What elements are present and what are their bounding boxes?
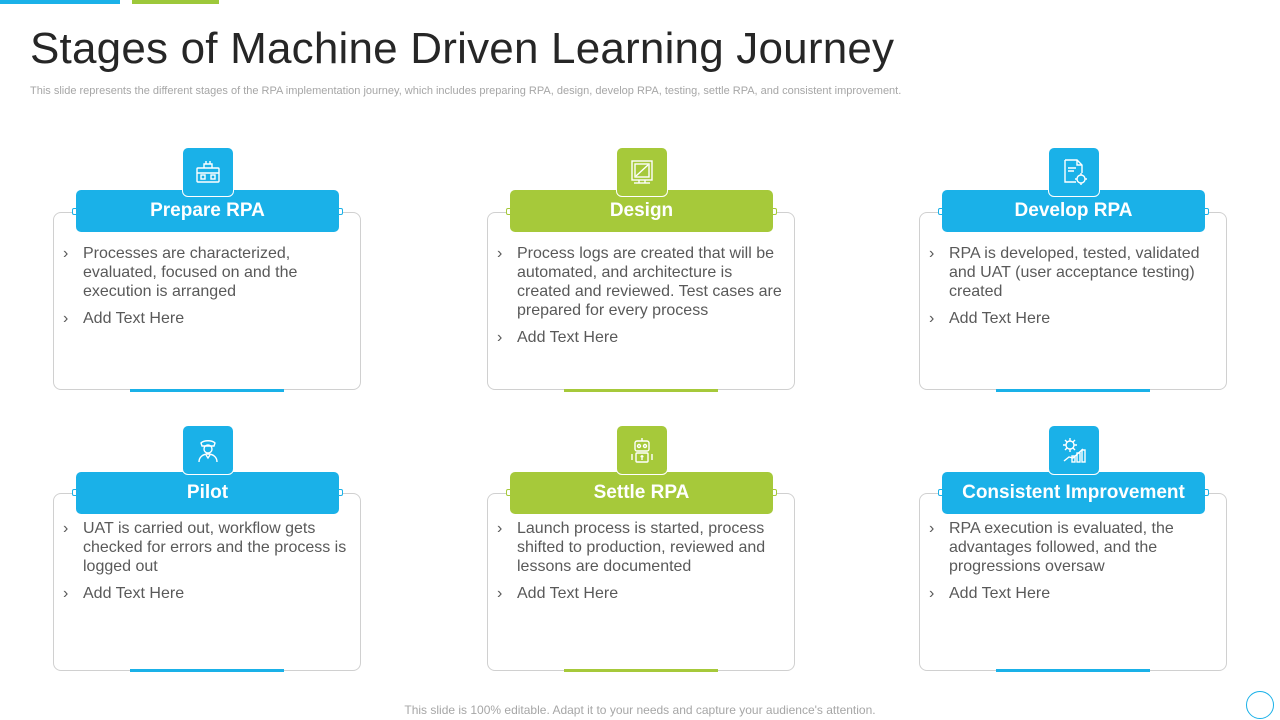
chevron-right-icon: › — [497, 245, 503, 262]
list-item: ›Processes are characterized, evaluated,… — [63, 245, 298, 300]
design-canvas-icon — [616, 147, 668, 197]
chevron-right-icon: › — [497, 329, 503, 346]
chevron-right-icon: › — [63, 520, 69, 537]
card-heading: Prepare RPA — [76, 190, 339, 232]
card-frame — [919, 212, 1227, 390]
top-accent-green — [132, 0, 219, 4]
stage-card-develop-rpa: Develop RPA ›RPA is developed, tested, v… — [919, 147, 1229, 392]
list-item: ›Process logs are created that will be a… — [497, 245, 782, 319]
card-heading: Design — [510, 190, 773, 232]
robot-icon — [616, 425, 668, 475]
stage-card-pilot: Pilot ›UAT is carried out, workflow gets… — [53, 425, 363, 672]
list-item: ›RPA is developed, tested, validated and… — [929, 245, 1200, 300]
list-item[interactable]: ›Add Text Here — [497, 585, 619, 602]
list-item: ›UAT is carried out, workflow gets check… — [63, 520, 347, 575]
list-item[interactable]: ›Add Text Here — [929, 585, 1051, 602]
toolbox-icon — [182, 147, 234, 197]
card-underline — [564, 389, 718, 392]
chevron-right-icon: › — [929, 310, 935, 327]
page-title: Stages of Machine Driven Learning Journe… — [30, 24, 895, 73]
list-item[interactable]: ›Add Text Here — [63, 585, 185, 602]
chevron-right-icon: › — [497, 520, 503, 537]
card-frame — [487, 493, 795, 671]
document-gear-icon — [1048, 147, 1100, 197]
footer-note: This slide is 100% editable. Adapt it to… — [404, 703, 876, 717]
chevron-right-icon: › — [497, 585, 503, 602]
page-subtitle: This slide represents the different stag… — [30, 85, 902, 97]
chevron-right-icon: › — [63, 245, 69, 262]
list-item[interactable]: ›Add Text Here — [63, 310, 185, 327]
chevron-right-icon: › — [63, 310, 69, 327]
card-underline — [564, 669, 718, 672]
card-heading: Develop RPA — [942, 190, 1205, 232]
card-underline — [130, 669, 284, 672]
stage-card-prepare-rpa: Prepare RPA ›Processes are characterized… — [53, 147, 363, 392]
list-item[interactable]: ›Add Text Here — [497, 329, 619, 346]
card-underline — [996, 669, 1150, 672]
chevron-right-icon: › — [929, 585, 935, 602]
card-underline — [130, 389, 284, 392]
card-frame — [919, 493, 1227, 671]
chevron-right-icon: › — [929, 520, 935, 537]
list-item[interactable]: ›Add Text Here — [929, 310, 1051, 327]
gear-chart-icon — [1048, 425, 1100, 475]
card-heading: Settle RPA — [510, 472, 773, 514]
chevron-right-icon: › — [929, 245, 935, 262]
list-item: ›RPA execution is evaluated, the advanta… — [929, 520, 1174, 575]
list-item: ›Launch process is started, process shif… — [497, 520, 766, 575]
card-frame — [53, 212, 361, 390]
top-accent-blue — [0, 0, 120, 4]
card-heading: Pilot — [76, 472, 339, 514]
pilot-icon — [182, 425, 234, 475]
card-heading: Consistent Improvement — [942, 472, 1205, 514]
stage-card-consistent-improvement: Consistent Improvement ›RPA execution is… — [919, 425, 1229, 672]
stage-card-design: Design ›Process logs are created that wi… — [487, 147, 797, 392]
chevron-right-icon: › — [63, 585, 69, 602]
corner-circle-decoration — [1246, 691, 1274, 719]
card-underline — [996, 389, 1150, 392]
stage-card-settle-rpa: Settle RPA ›Launch process is started, p… — [487, 425, 797, 672]
